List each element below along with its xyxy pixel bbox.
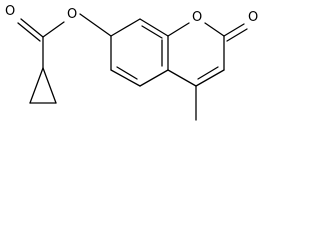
- label-ester-carbonyl-oxygen: O: [5, 4, 15, 19]
- molecule-svg: O O O O: [4, 3, 260, 121]
- atom-labels: O O O O: [4, 3, 260, 25]
- bond-ring-oxygen-left: [167, 22, 190, 37]
- bond-c3-c4: [195, 69, 225, 87]
- bond-c3-c4-inner: [197, 66, 219, 80]
- bond-carbonyl-bridge-oxygen: [42, 21, 65, 38]
- molecule-diagram: O O O O: [0, 0, 293, 131]
- bond-bridge-oxygen-ring: [79, 13, 112, 37]
- benzene-ring: [110, 18, 169, 87]
- cyclopropane-ring: [29, 67, 57, 104]
- label-lactone-carbonyl-oxygen: O: [248, 10, 258, 25]
- bond-lactone-carbonyl-a: [223, 23, 245, 37]
- ester-group: [17, 13, 112, 69]
- bond-carbonyl-double-b: [17, 22, 41, 42]
- pyranone-ring: [167, 22, 248, 121]
- bond-c4-c4a: [167, 69, 197, 87]
- label-ester-bridge-oxygen: O: [67, 7, 77, 22]
- bond-benzene-inner-2: [116, 66, 138, 80]
- label-ring-oxygen: O: [192, 10, 202, 25]
- bond-cyclopropyl-1: [29, 67, 44, 104]
- bond-benzene-4: [139, 69, 169, 87]
- bond-lactone-carbonyl-b: [226, 28, 248, 42]
- bond-carbonyl-double-a: [20, 18, 44, 38]
- bond-cyclopropyl-3: [42, 67, 57, 104]
- bond-benzene-5: [110, 69, 141, 87]
- bond-benzene-2: [139, 18, 169, 37]
- bond-benzene-1: [110, 18, 141, 37]
- bond-ring-oxygen-right: [204, 22, 225, 37]
- bond-benzene-inner-1: [141, 25, 163, 39]
